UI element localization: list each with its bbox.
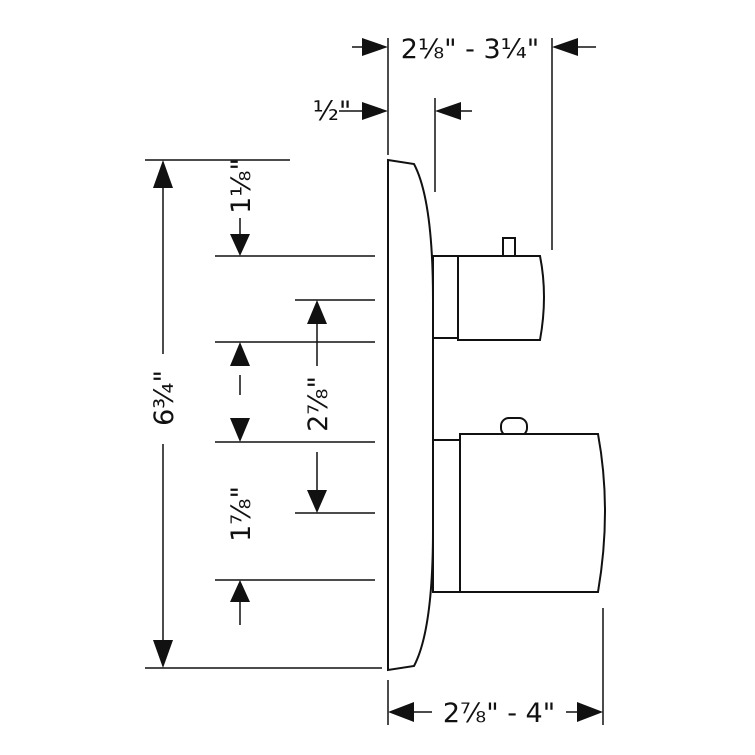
bottom-depth-range-label: 2⅞" - 4" [443, 698, 555, 729]
arrow-lower-up [230, 580, 250, 602]
upper-handle-tab [502, 237, 516, 257]
lower-handle-knob [459, 433, 606, 593]
arrow-bottom-range-left [388, 702, 414, 722]
arrow-spacing-down [307, 490, 327, 513]
top-depth-range-label: 2⅛" - 3¼" [401, 34, 539, 65]
dimension-lines [162, 46, 596, 713]
arrow-bottom-range-right [577, 702, 603, 722]
spacing-middle-label: 2⅞" [303, 376, 334, 432]
arrow-top-range-right [552, 38, 578, 56]
plate-thickness-label: ½" [313, 96, 352, 127]
lower-offset-label: 1⅞" [226, 486, 257, 542]
arrowheads [153, 38, 603, 722]
arrow-thickness-left [362, 102, 388, 120]
trim-plate [387, 158, 434, 672]
upper-handle-stem [432, 255, 459, 339]
arrow-thickness-right [435, 102, 461, 120]
total-height-label: 6¾" [149, 370, 180, 426]
arrow-spacing-up [307, 300, 327, 324]
arrow-mid-down [230, 418, 250, 442]
arrow-top-offset-down [230, 234, 250, 256]
arrow-top-range-left [362, 38, 388, 56]
arrow-height-bottom [153, 640, 173, 668]
arrow-mid-up [230, 342, 250, 366]
upper-handle-knob [457, 255, 545, 341]
top-offset-label: 1⅛" [226, 158, 257, 214]
lower-handle-stem [432, 439, 461, 593]
arrow-height-top [153, 160, 173, 188]
extension-lines [145, 38, 604, 725]
